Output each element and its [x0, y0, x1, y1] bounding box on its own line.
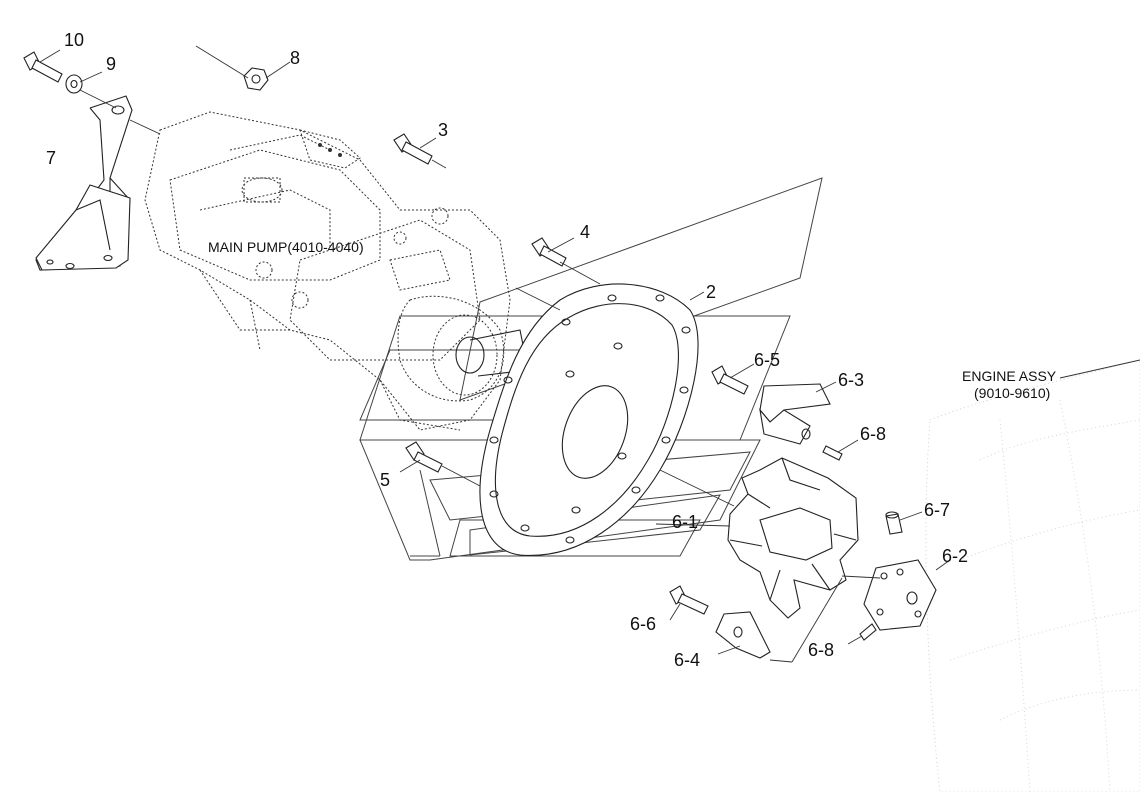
washer-part-9	[65, 74, 83, 94]
callout-3: 3	[438, 120, 448, 140]
callout-5: 5	[380, 470, 390, 490]
bolt-part-5	[405, 441, 443, 473]
callout-2: 2	[706, 282, 716, 302]
callout-6-5: 6-5	[754, 350, 780, 370]
callout-10: 10	[64, 30, 84, 50]
callout-6-2: 6-2	[942, 546, 968, 566]
main-pump-label: MAIN PUMP(4010-4040)	[208, 239, 364, 255]
bolt-part-6-6	[669, 585, 709, 615]
main-pump-drawing	[144, 111, 529, 431]
bolt-part-3	[393, 133, 433, 165]
bracket-part-7	[35, 95, 133, 271]
flange-plate-part-2	[479, 283, 699, 556]
callout-6-7: 6-7	[924, 500, 950, 520]
coupling-element-part-6-1	[727, 457, 859, 619]
engine-assy-label: ENGINE ASSY	[962, 368, 1057, 384]
pin-part-6-8-upper	[822, 445, 843, 461]
callout-6-3: 6-3	[838, 370, 864, 390]
callout-7: 7	[46, 148, 56, 168]
callout-8: 8	[290, 48, 300, 68]
pin-part-6-8-lower	[859, 623, 877, 641]
callout-4: 4	[580, 222, 590, 242]
bolt-part-4	[531, 237, 567, 267]
insert-block-part-6-3	[759, 383, 831, 445]
flange-bolt-holes	[489, 294, 691, 544]
callout-6-8-upper: 6-8	[860, 424, 886, 444]
bolt-part-10	[23, 51, 63, 83]
callout-9: 9	[106, 54, 116, 74]
set-screw-part-6-7	[885, 511, 903, 535]
engine-housing-speckle	[925, 359, 1140, 792]
callout-6-8-lower: 6-8	[808, 640, 834, 660]
callout-labels: 10 9 8 7 3 4 2 6-5 6-3 6-8 5 6-7 6-1 6-2…	[46, 30, 1057, 670]
wedge-part-6-4	[715, 611, 771, 659]
bolt-part-6-5	[711, 365, 749, 395]
engine-assy-range-label: (9010-9610)	[974, 385, 1050, 401]
callout-6-6: 6-6	[630, 614, 656, 634]
callout-6-1: 6-1	[672, 512, 698, 532]
nut-part-8	[243, 67, 269, 91]
hub-part-6-2	[863, 559, 937, 631]
leader-lines	[39, 45, 951, 663]
callout-6-4: 6-4	[674, 650, 700, 670]
